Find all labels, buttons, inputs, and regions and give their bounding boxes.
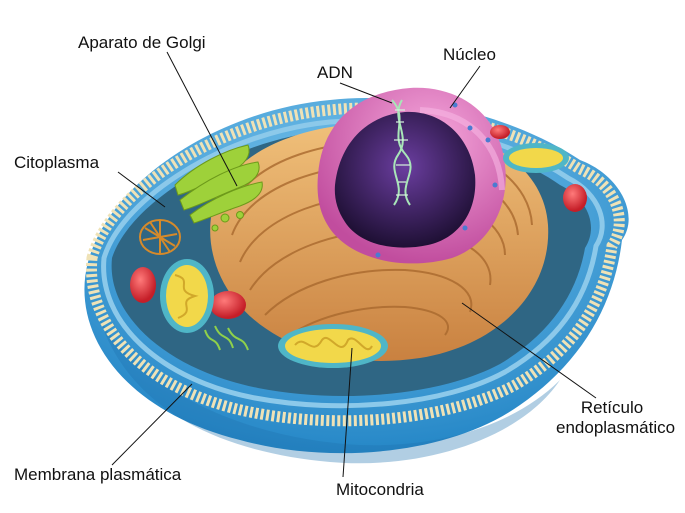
leader-lines <box>111 51 597 478</box>
mitochondria <box>160 143 569 368</box>
label-golgi: Aparato de Golgi <box>78 33 206 52</box>
label-reticulo-line2: endoplasmático <box>556 418 676 437</box>
leader-mitocondria <box>342 347 353 478</box>
label-reticulo-line1: Retículo <box>580 398 644 417</box>
plasma-membrane-rim <box>86 102 625 427</box>
leader-golgi <box>166 51 238 187</box>
nucleus-interior <box>334 111 476 248</box>
leader-membrana <box>111 383 193 466</box>
golgi-apparatus <box>174 144 263 232</box>
leader-reticulo <box>461 302 597 399</box>
label-reticulo: Retículo endoplasmático <box>556 398 676 438</box>
lysosomes <box>130 125 587 319</box>
centriole <box>139 219 181 255</box>
leader-nucleo <box>449 65 481 109</box>
dna-helix <box>391 99 412 206</box>
label-mitocondria: Mitocondria <box>336 480 424 499</box>
leader-citoplasma <box>117 171 166 208</box>
leader-adn <box>339 82 393 104</box>
label-nucleo: Núcleo <box>443 45 496 64</box>
ribosomes <box>204 325 249 351</box>
label-membrana: Membrana plasmática <box>14 465 182 484</box>
label-adn: ADN <box>317 63 353 82</box>
label-citoplasma: Citoplasma <box>14 153 100 172</box>
